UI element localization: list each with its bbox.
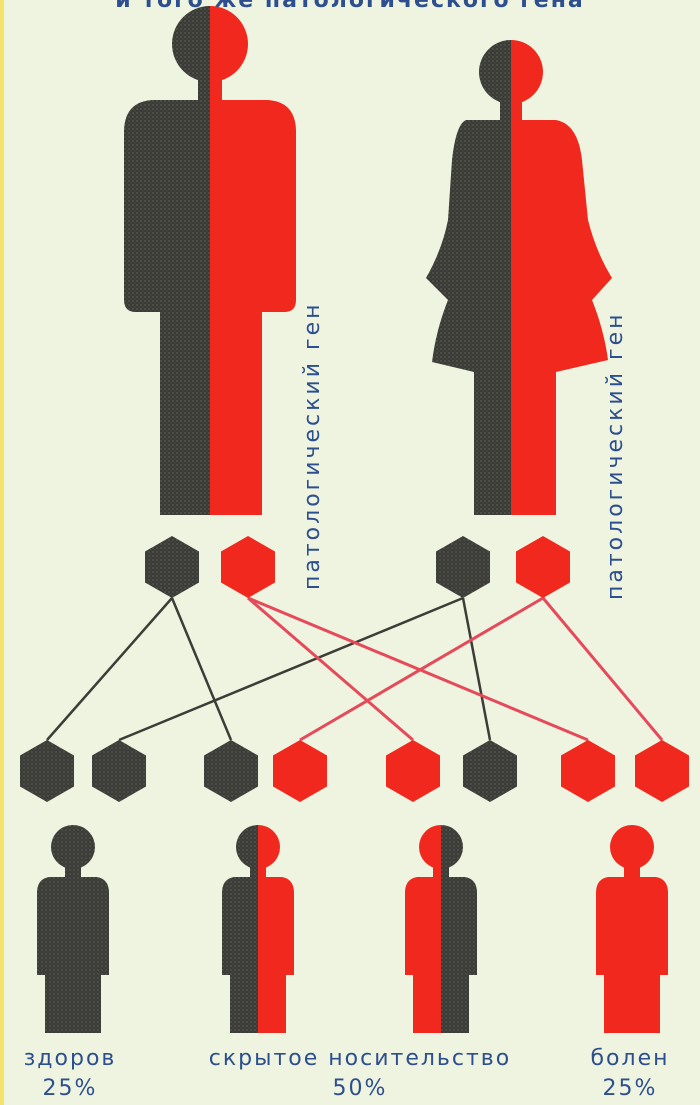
link-mother-healthy-2 xyxy=(461,597,492,741)
diagram-title: и того же патологического гена xyxy=(115,0,585,13)
child-sick-figure xyxy=(596,825,668,1033)
father-gene-pathological xyxy=(221,536,275,598)
link-mother-path-1 xyxy=(299,596,544,742)
mother-gene-healthy xyxy=(436,536,490,598)
mother-gene-pathological xyxy=(516,536,570,598)
link-mother-healthy-1 xyxy=(118,596,464,742)
parent-gametes xyxy=(145,536,570,598)
father-figure xyxy=(124,6,296,515)
child4-gene-1 xyxy=(561,740,615,802)
outcome-healthy-name: здоров xyxy=(23,1046,117,1071)
child1-gene-1 xyxy=(20,740,74,802)
child3-gene-2 xyxy=(463,740,517,802)
link-father-path-2 xyxy=(247,596,589,742)
inheritance-links xyxy=(46,596,664,742)
mother-figure xyxy=(426,40,612,515)
child2-gene-1 xyxy=(204,740,258,802)
link-father-healthy-1 xyxy=(46,597,173,741)
child2-gene-2 xyxy=(273,740,327,802)
child1-gene-2 xyxy=(92,740,146,802)
outcome-carrier-name: скрытое носительство xyxy=(208,1046,512,1071)
father-gene-label: патологический ген xyxy=(300,301,325,590)
outcome-carrier-percent: 50% xyxy=(332,1076,388,1101)
left-edge-strip xyxy=(0,0,4,1105)
link-father-path-1 xyxy=(247,596,414,742)
link-mother-path-2 xyxy=(541,597,664,741)
child3-gene-1 xyxy=(386,740,440,802)
child4-gene-2 xyxy=(635,740,689,802)
child-carrier-figure-2 xyxy=(405,825,477,1033)
outcome-healthy-percent: 25% xyxy=(42,1076,98,1101)
child-healthy-figure xyxy=(37,825,109,1033)
outcome-sick-name: болен xyxy=(590,1046,670,1071)
link-father-healthy-2 xyxy=(170,597,233,741)
father-gene-healthy xyxy=(145,536,199,598)
child-genes xyxy=(20,740,689,802)
child-carrier-figure-1 xyxy=(222,825,294,1033)
mother-gene-label: патологический ген xyxy=(603,311,628,600)
outcome-sick-percent: 25% xyxy=(602,1076,658,1101)
